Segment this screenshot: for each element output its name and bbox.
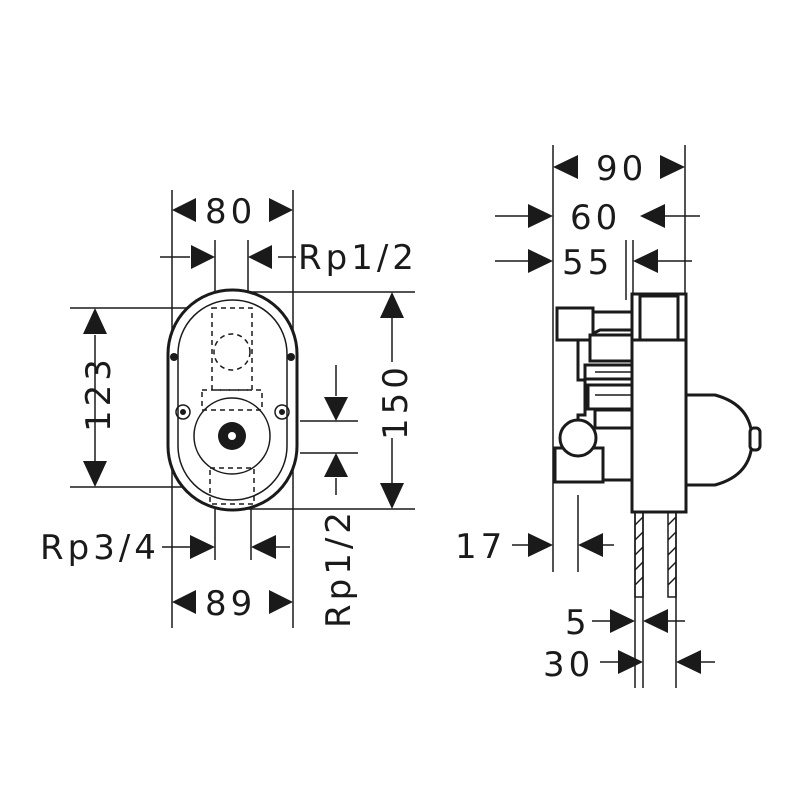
dim-rp12-top-label: Rp1/2 bbox=[298, 238, 418, 278]
dim-5-label: 5 bbox=[565, 603, 591, 643]
dim-rp34: Rp3/4 bbox=[40, 528, 290, 568]
dim-80-label: 80 bbox=[205, 192, 256, 232]
dim-80: 80 bbox=[172, 192, 293, 232]
rear-valve-body bbox=[553, 306, 634, 484]
dim-60-label: 60 bbox=[570, 198, 621, 238]
dim-55: 55 bbox=[495, 243, 692, 283]
cartridge-spindle-center bbox=[228, 432, 236, 440]
dim-150: 150 bbox=[376, 292, 416, 509]
dim-rp12-side: Rp1/2 bbox=[319, 365, 359, 628]
dim-17-label: 17 bbox=[455, 527, 506, 567]
dim-90-label: 90 bbox=[596, 149, 647, 189]
dim-17: 17 bbox=[455, 527, 614, 567]
dim-123-label: 123 bbox=[79, 355, 119, 432]
dim-rp12-top: Rp1/2 bbox=[191, 238, 418, 278]
dim-30-label: 30 bbox=[543, 645, 594, 685]
cartridge-ring bbox=[193, 397, 271, 475]
dim-123: 123 bbox=[79, 308, 119, 487]
valve-housing-inner bbox=[177, 299, 288, 501]
cover-dome bbox=[684, 393, 754, 487]
dim-30: 30 bbox=[543, 645, 715, 685]
side-view: 90 60 55 17 bbox=[455, 145, 762, 688]
mounting-screw-left bbox=[175, 404, 191, 420]
housing-pin-left bbox=[170, 353, 178, 361]
dim-150-label: 150 bbox=[376, 363, 416, 440]
dim-90: 90 bbox=[553, 149, 685, 189]
dashed-inner-mechanism bbox=[201, 307, 263, 505]
dim-89-label: 89 bbox=[205, 584, 256, 624]
dim-rp34-label: Rp3/4 bbox=[40, 528, 160, 568]
pipe-right bbox=[667, 511, 677, 598]
cover-knob bbox=[748, 426, 762, 452]
pipe-left bbox=[634, 511, 644, 598]
mounting-screw-right bbox=[274, 404, 290, 420]
dim-55-label: 55 bbox=[562, 243, 613, 283]
box-top-tab bbox=[638, 294, 680, 342]
dim-rp12-side-label: Rp1/2 bbox=[319, 508, 359, 628]
dim-5: 5 bbox=[565, 603, 685, 643]
front-view: 80 Rp1/2 123 150 Rp1/ bbox=[40, 190, 418, 628]
housing-pin-right bbox=[287, 353, 295, 361]
front-extension-lines bbox=[70, 190, 415, 628]
dim-89: 89 bbox=[172, 584, 293, 624]
dim-60: 60 bbox=[495, 198, 700, 238]
